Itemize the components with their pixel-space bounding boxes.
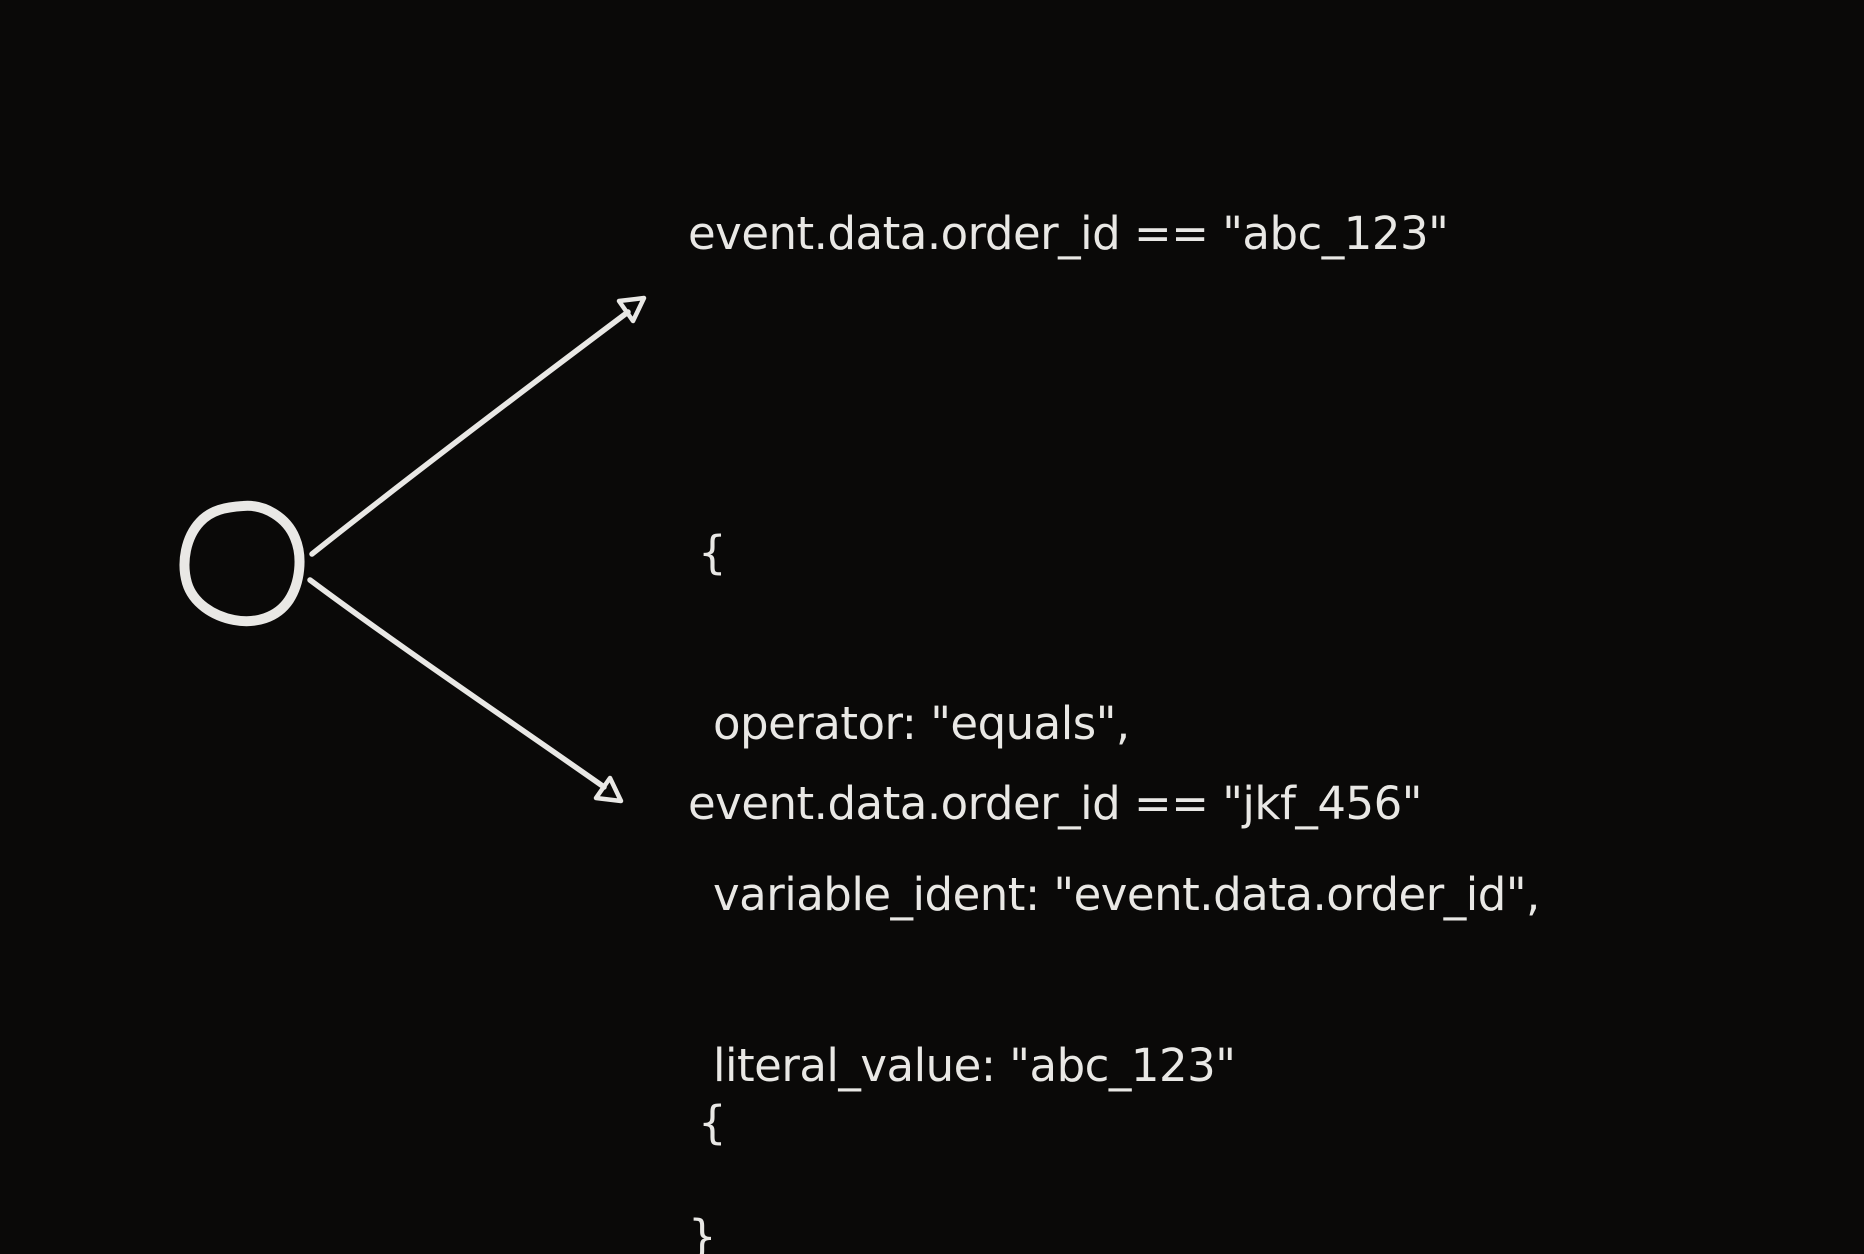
branch-2-code: { operator: "equals", variable_ident: "e…	[688, 980, 1540, 1254]
json-open-brace: {	[698, 1096, 727, 1149]
json-field-variable-ident: variable_ident: "event.data.order_id",	[713, 868, 1540, 921]
arrow-to-branch-1	[309, 309, 631, 557]
branch-2-expression: event.data.order_id == "jkf_456"	[688, 777, 1422, 830]
json-field-operator: operator: "equals",	[713, 697, 1130, 750]
event-node-circle	[179, 500, 305, 627]
arrow-to-branch-2-head	[593, 775, 624, 804]
branch-block-2: event.data.order_id == "jkf_456" { opera…	[688, 664, 1540, 1254]
branch-block-1: event.data.order_id == "abc_123" { opera…	[688, 94, 1540, 1254]
json-field-literal-value: literal_value: "abc_123"	[713, 1039, 1236, 1092]
json-open-brace: {	[698, 526, 727, 579]
branch-1-code: { operator: "equals", variable_ident: "e…	[688, 410, 1540, 1254]
branch-1-expression: event.data.order_id == "abc_123"	[688, 207, 1449, 260]
arrow-to-branch-1-head	[616, 295, 647, 324]
arrow-to-branch-2	[307, 577, 607, 790]
json-close-brace: }	[688, 1210, 717, 1254]
